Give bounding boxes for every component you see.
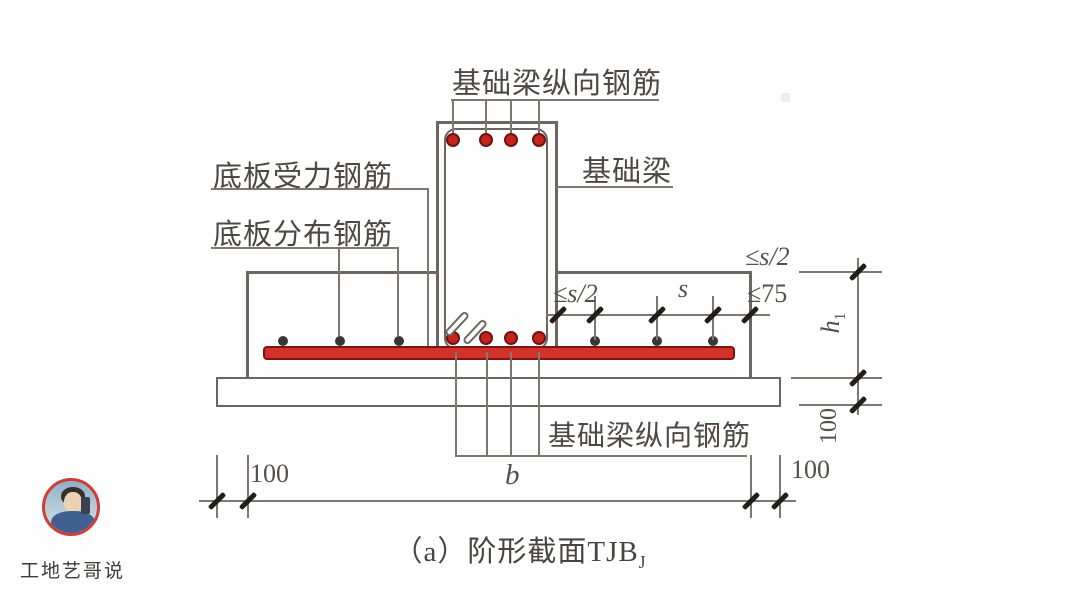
beam-rebar-dot <box>479 331 493 345</box>
dist-rebar-underline <box>211 247 399 249</box>
top-leader-4 <box>538 99 540 133</box>
dim-h1: h1 <box>807 299 855 347</box>
plate-distribution-rebar-dot <box>708 336 718 346</box>
step-outline-top-left <box>246 271 438 274</box>
watermark-name: 工地艺哥说 <box>20 561 126 582</box>
beam-rebar-dot <box>532 133 546 147</box>
bottom-dim-line <box>199 500 796 502</box>
dim-le-75: ≤75 <box>747 279 788 308</box>
dim-100-right: 100 <box>791 455 830 484</box>
plate-distribution-rebar-dot <box>394 336 404 346</box>
avatar-face <box>64 492 82 513</box>
label-beam-longitudinal-rebar-top: 基础梁纵向钢筋 <box>452 68 663 100</box>
bottom-dim-ext-4 <box>779 455 781 518</box>
dim-100-rotated: 100 <box>816 408 842 444</box>
beam-outline-left <box>436 121 439 352</box>
avatar-body <box>51 511 95 533</box>
h1-ext-mid <box>791 377 882 379</box>
plate-distribution-rebar-dot <box>335 336 345 346</box>
figure-caption-subscript: J <box>638 551 647 572</box>
step-outline-top-right <box>557 271 751 274</box>
top-leader-1 <box>452 99 454 133</box>
bottom-slab-outline <box>216 377 781 407</box>
beam-rebar-dot <box>532 331 546 345</box>
foundation-beam-underline <box>556 186 673 188</box>
dist-rebar-leader-2 <box>397 247 399 336</box>
bottom-dim-ext-2 <box>247 455 249 518</box>
bottom-leader-2 <box>486 352 488 456</box>
plate-distribution-rebar-dot <box>652 336 662 346</box>
top-leader-2 <box>485 99 487 133</box>
force-rebar-leader <box>427 188 429 346</box>
top-label-underline <box>451 99 659 101</box>
beam-rebar-dot <box>479 133 493 147</box>
plate-distribution-rebar-dot <box>278 336 288 346</box>
label-bottom-plate-distribution-rebar: 底板分布钢筋 <box>213 219 394 251</box>
bottom-dim-ext-1 <box>216 455 218 518</box>
dist-rebar-leader-1 <box>338 247 340 336</box>
beam-rebar-dot <box>504 331 518 345</box>
h1-ext-bottom <box>799 404 882 406</box>
force-rebar-underline <box>211 188 429 190</box>
beam-outline-right <box>555 121 558 352</box>
watermark-avatar <box>42 478 100 536</box>
dim-le-s-half-left: ≤s/2 <box>553 279 598 308</box>
top-leader-3 <box>510 99 512 133</box>
label-bottom-plate-force-rebar: 底板受力钢筋 <box>213 161 394 193</box>
dim-le-s-half-right: ≤s/2 <box>745 242 790 271</box>
bottom-leader-3 <box>510 352 512 456</box>
dim-b: b <box>505 459 520 491</box>
h1-ext-top <box>799 271 882 273</box>
faint-artifact <box>781 93 790 102</box>
bottom-leader-1 <box>455 352 457 456</box>
dim-100-left: 100 <box>250 459 289 488</box>
beam-rebar-dot <box>446 133 460 147</box>
plate-distribution-rebar-dot <box>590 336 600 346</box>
bottom-dim-ext-3 <box>750 455 752 518</box>
dim-h1-sub: 1 <box>832 312 850 321</box>
beam-outline-top <box>436 121 558 124</box>
bottom-label-underline <box>455 455 747 457</box>
label-beam-longitudinal-rebar-bottom: 基础梁纵向钢筋 <box>548 421 752 452</box>
figure-caption-text: （a）阶形截面TJB <box>393 536 639 568</box>
figure-caption: （a）阶形截面TJBJ <box>350 528 690 573</box>
beam-rebar-dot <box>504 133 518 147</box>
bottom-leader-4 <box>538 352 540 456</box>
h1-dim-line <box>857 258 859 415</box>
label-foundation-beam: 基础梁 <box>582 156 673 188</box>
avatar-crane-icon <box>81 497 90 514</box>
bottom-plate-main-rebar-bar <box>263 346 735 360</box>
dim-s: s <box>678 274 689 303</box>
dim-h1-base: h <box>816 320 845 334</box>
step-outline-right <box>749 271 752 379</box>
step-outline-left <box>246 271 249 379</box>
